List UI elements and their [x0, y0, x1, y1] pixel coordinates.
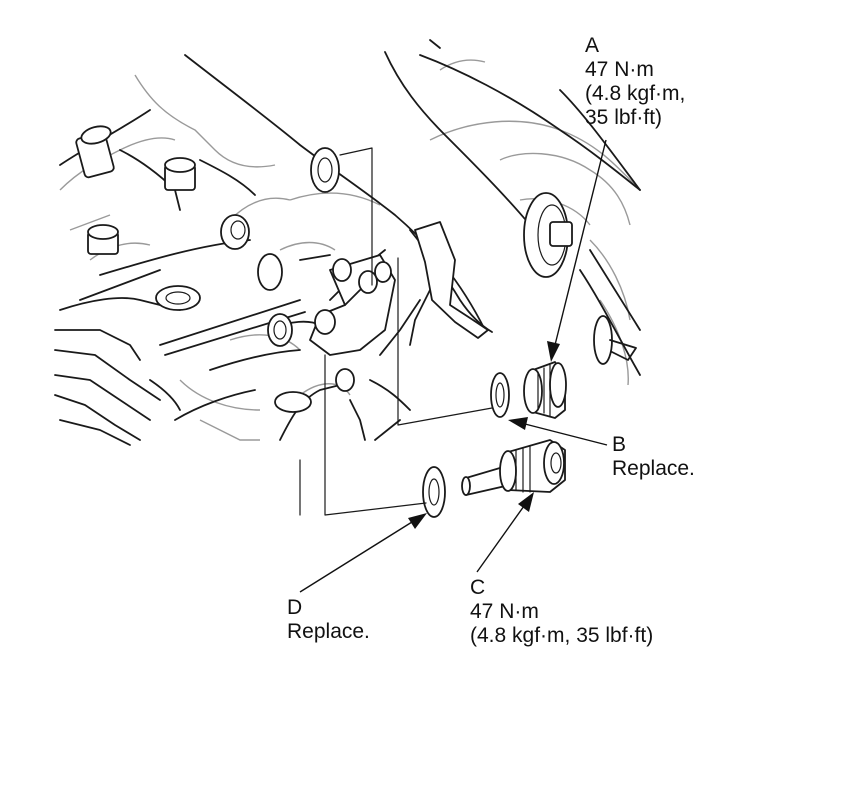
callout-C-torque-alt: (4.8 kgf·m, 35 lbf·ft) [470, 624, 654, 647]
callout-D-note: Replace. [287, 620, 370, 643]
housing-studs [75, 125, 340, 413]
callout-B: B Replace. [612, 433, 695, 481]
callout-A-letter: A [585, 34, 600, 57]
callout-C-letter: C [470, 576, 486, 599]
callout-D-letter: D [287, 596, 303, 619]
leader-C [476, 492, 534, 573]
explode-guides [299, 147, 493, 516]
right-seal [523, 192, 637, 365]
callout-A-torque-lbf: 35 lbf·ft) [585, 106, 663, 129]
shift-bracket [309, 221, 489, 392]
leader-D [299, 513, 427, 593]
callout-A-torque-nm: 47 N·m [585, 58, 654, 81]
leader-A [547, 139, 607, 362]
callout-A-torque-kgf: (4.8 kgf·m, [585, 82, 686, 105]
callout-B-letter: B [612, 433, 627, 456]
housing-background [59, 59, 641, 441]
plug-A-assembly [490, 361, 567, 419]
callout-C: C 47 N·m (4.8 kgf·m, 35 lbf·ft) [470, 576, 653, 648]
callout-D: D Replace. [287, 596, 370, 644]
callout-B-note: Replace. [612, 457, 695, 480]
callout-C-torque-nm: 47 N·m [470, 600, 539, 623]
leader-B [508, 417, 608, 446]
bolt-C-assembly [422, 439, 566, 518]
callout-A: A 47 N·m (4.8 kgf·m, 35 lbf·ft) [585, 34, 685, 130]
